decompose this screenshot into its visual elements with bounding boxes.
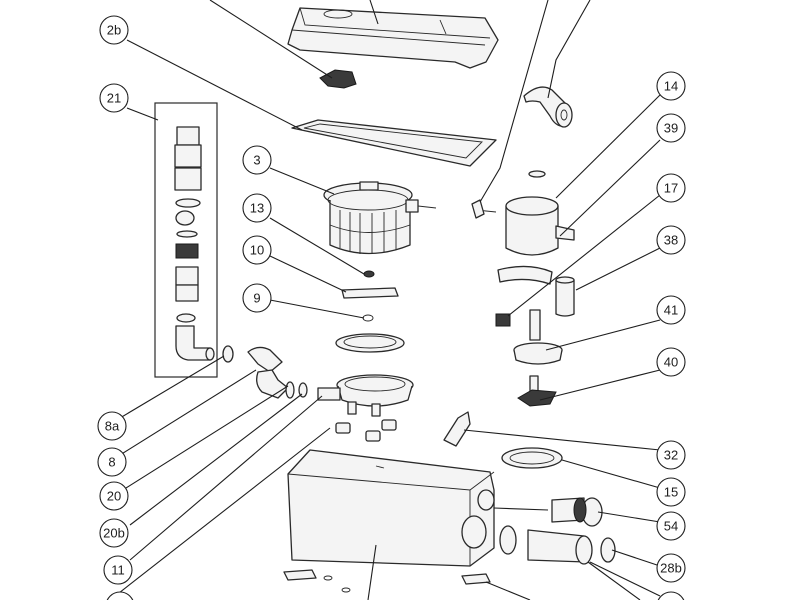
callout-label: 10 — [250, 243, 264, 258]
callout-38: 38 — [656, 225, 686, 255]
callout-20b: 20b — [99, 518, 129, 548]
callout-9: 9 — [242, 283, 272, 313]
callout-28b: 28b — [656, 553, 686, 583]
callout-10: 10 — [242, 235, 272, 265]
callout-2b: 2b — [99, 15, 129, 45]
callout-label: 13 — [250, 201, 264, 216]
callout-11: 11 — [103, 555, 133, 585]
callout-21: 21 — [99, 83, 129, 113]
callout-8a: 8a — [97, 411, 127, 441]
callout-label: 11 — [111, 563, 125, 578]
motor-part — [323, 181, 437, 255]
flange-ring-part — [335, 333, 405, 353]
callout-3: 3 — [242, 145, 272, 175]
callout-label: 28b — [660, 561, 682, 576]
lid-part — [287, 7, 499, 69]
callout-32: 32 — [656, 440, 686, 470]
feet-parts — [335, 419, 397, 442]
impeller-disc-part — [341, 287, 399, 299]
callout-39: 39 — [656, 113, 686, 143]
callout-label: 15 — [664, 485, 678, 500]
gasket-part — [291, 119, 497, 167]
callout-14: 14 — [656, 71, 686, 101]
callout-label: 3 — [253, 153, 260, 168]
callout-41: 41 — [656, 295, 686, 325]
callout-15: 15 — [656, 477, 686, 507]
tank-body-part — [287, 449, 495, 567]
partial-callout-bottom-right — [657, 591, 685, 600]
callout-label: 2b — [107, 23, 121, 38]
adapter-part — [551, 497, 603, 527]
callout-label: 20 — [107, 489, 121, 504]
clip-part — [443, 411, 471, 447]
ring-gasket-part — [501, 447, 563, 469]
callout-label: 54 — [664, 519, 678, 534]
washer-part — [362, 314, 374, 322]
callout-label: 14 — [664, 79, 678, 94]
shaft-seal-part — [363, 270, 375, 278]
lid-clip-part — [319, 69, 357, 89]
callout-20: 20 — [99, 481, 129, 511]
callout-label: 9 — [253, 291, 260, 306]
capacitor-part — [555, 276, 575, 317]
callout-54: 54 — [656, 511, 686, 541]
callout-label: 20b — [103, 526, 125, 541]
callout-label: 17 — [664, 181, 678, 196]
elbow-pipe-part — [523, 86, 573, 128]
callout-label: 21 — [107, 91, 121, 106]
callout-8: 8 — [97, 447, 127, 477]
float-assembly-part — [495, 309, 563, 365]
outlet-pipes-parts — [222, 345, 308, 399]
callout-17: 17 — [656, 173, 686, 203]
callout-label: 8 — [108, 455, 115, 470]
callout-label: 38 — [664, 233, 678, 248]
callout-40: 40 — [656, 347, 686, 377]
callout-label: 40 — [664, 355, 678, 370]
hose-connector-part — [499, 525, 616, 565]
callout-label: 8a — [105, 419, 120, 434]
callout-label: 39 — [664, 121, 678, 136]
float-part — [517, 375, 557, 407]
fittings-kit-box — [154, 102, 218, 378]
leader-lines — [109, 0, 661, 600]
callout-label: 32 — [664, 448, 678, 463]
partial-callout-bottom-left — [106, 591, 134, 600]
pump-housing-part — [317, 374, 414, 417]
strap-part — [497, 265, 553, 285]
callout-label: 41 — [664, 303, 678, 318]
callout-13: 13 — [242, 193, 272, 223]
base-plates-parts — [283, 569, 491, 593]
switch-housing-part — [471, 170, 575, 256]
